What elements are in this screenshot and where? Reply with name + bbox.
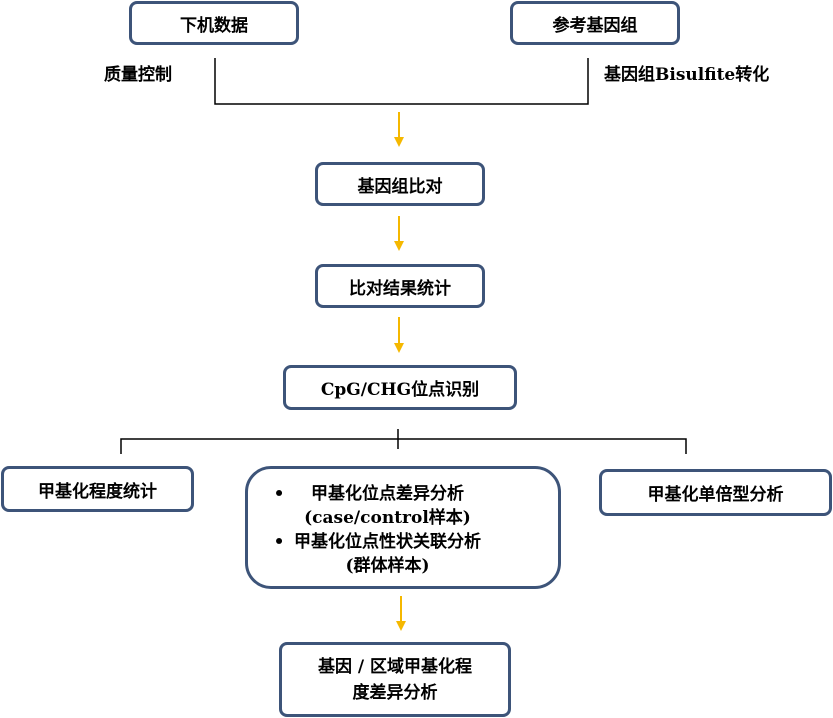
methylation-stats-box: 甲基化程度统计: [1, 466, 194, 512]
alignment-stats-label: 比对结果统计: [349, 278, 451, 299]
dmr-analysis-box: 基因 / 区域甲基化程 度差异分析: [279, 642, 511, 717]
analysis-item-note: (群体样本): [345, 556, 430, 576]
analysis-item: • 甲基化位点性状关联分析 (群体样本): [264, 530, 481, 578]
bullet-dot: •: [273, 532, 285, 552]
raw-data-box: 下机数据: [129, 1, 299, 45]
alignment-box: 基因组比对: [315, 162, 485, 206]
differential-analysis-box: • 甲基化位点差异分析 (case/control样本) • 甲基化位点性状关联…: [245, 466, 561, 589]
analysis-list: • 甲基化位点差异分析 (case/control样本) • 甲基化位点性状关联…: [264, 482, 481, 578]
methylation-stats-label: 甲基化程度统计: [38, 481, 157, 502]
bisulfite-conversion-label: 基因组Bisulfite转化: [604, 65, 770, 85]
merge-bracket: [214, 58, 589, 105]
bullet-dot: •: [273, 484, 285, 504]
alignment-label: 基因组比对: [357, 176, 443, 197]
methylation-haplotype-label: 甲基化单倍型分析: [647, 485, 784, 505]
dmr-analysis-label-line2: 度差异分析: [352, 682, 438, 703]
reference-genome-label: 参考基因组: [552, 15, 638, 36]
site-calling-box: CpG/CHG位点识别: [283, 365, 517, 410]
analysis-item-title: 甲基化位点性状关联分析: [294, 532, 481, 552]
methylation-haplotype-box: 甲基化单倍型分析: [599, 469, 832, 516]
analysis-item-title: 甲基化位点差异分析: [311, 484, 464, 504]
analysis-item-note: (case/control样本): [304, 508, 471, 528]
alignment-stats-box: 比对结果统计: [315, 264, 485, 308]
dmr-analysis-label-line1: 基因 / 区域甲基化程: [317, 656, 473, 677]
reference-genome-box: 参考基因组: [510, 1, 680, 45]
analysis-item: • 甲基化位点差异分析 (case/control样本): [264, 482, 481, 530]
site-calling-label: CpG/CHG位点识别: [320, 380, 480, 400]
raw-data-label: 下机数据: [180, 15, 248, 36]
quality-control-label: 质量控制: [104, 65, 172, 85]
split-bracket: [120, 429, 687, 454]
